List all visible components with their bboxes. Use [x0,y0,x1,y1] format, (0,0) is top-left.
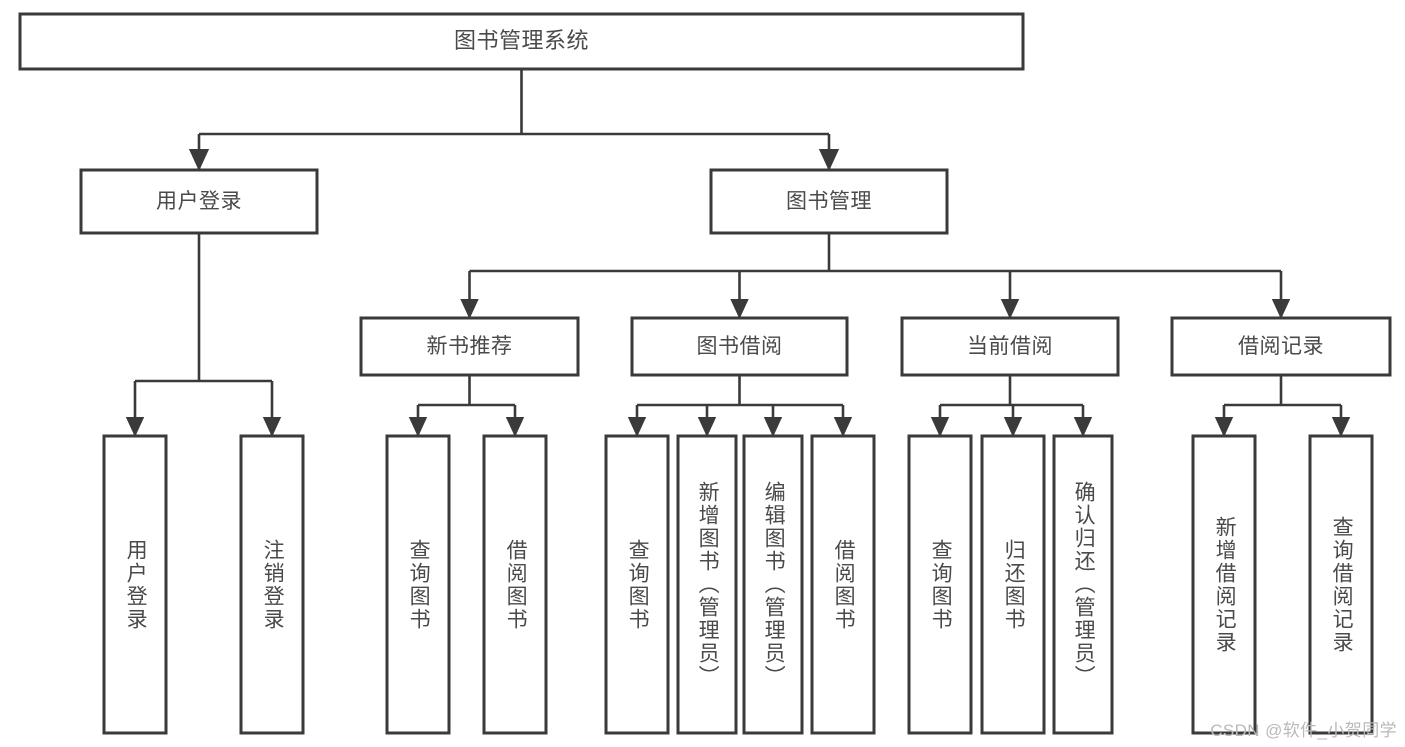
node-box-leaf-borrow-book-2 [810,434,876,735]
arrow-head-icon [763,417,783,437]
node-box-leaf-user-login [102,434,168,735]
node-box-book-borrow [630,316,849,377]
node-box-new-book-rec [359,316,580,377]
arrow-head-icon [460,299,479,319]
node-box-leaf-query-book-3 [907,434,973,735]
node-box-current-borrow [900,316,1120,377]
arrow-head-icon [818,149,840,171]
node-box-leaf-query-book-2 [604,434,670,735]
arrow-head-icon [1214,417,1234,437]
arrow-head-icon [125,417,145,437]
connector-layer [125,69,1351,437]
arrow-head-icon [1000,299,1020,319]
node-box-leaf-confirm-return [1052,434,1114,735]
arrow-head-icon [408,417,428,437]
node-box-leaf-user-logout [239,434,305,735]
arrow-head-icon [730,299,749,319]
node-box-leaf-edit-book [742,434,804,735]
arrow-head-icon [833,417,853,437]
node-box-book-manage [709,168,949,235]
arrow-head-icon [1331,417,1351,437]
node-box-borrow-record [1170,316,1392,377]
arrow-head-icon [1003,417,1023,437]
node-box-root [18,12,1025,71]
node-box-leaf-return-book [980,434,1046,735]
watermark-text: CSDN @软件_小贺同学 [1210,721,1397,740]
arrow-head-icon [505,417,525,437]
arrow-head-icon [188,149,210,171]
node-box-leaf-borrow-book-1 [482,434,548,735]
arrow-head-icon [930,417,950,437]
node-box-user-login [79,168,319,235]
node-box-leaf-query-record [1308,434,1374,735]
arrow-head-icon [262,417,282,437]
arrow-head-icon [1271,299,1291,319]
arrow-head-icon [627,417,647,437]
node-box-layer [18,12,1392,735]
node-box-leaf-query-book-1 [385,434,451,735]
node-box-leaf-add-record [1191,434,1257,735]
arrow-head-icon [1073,417,1093,437]
node-box-leaf-add-book [676,434,738,735]
arrow-head-icon [697,417,717,437]
